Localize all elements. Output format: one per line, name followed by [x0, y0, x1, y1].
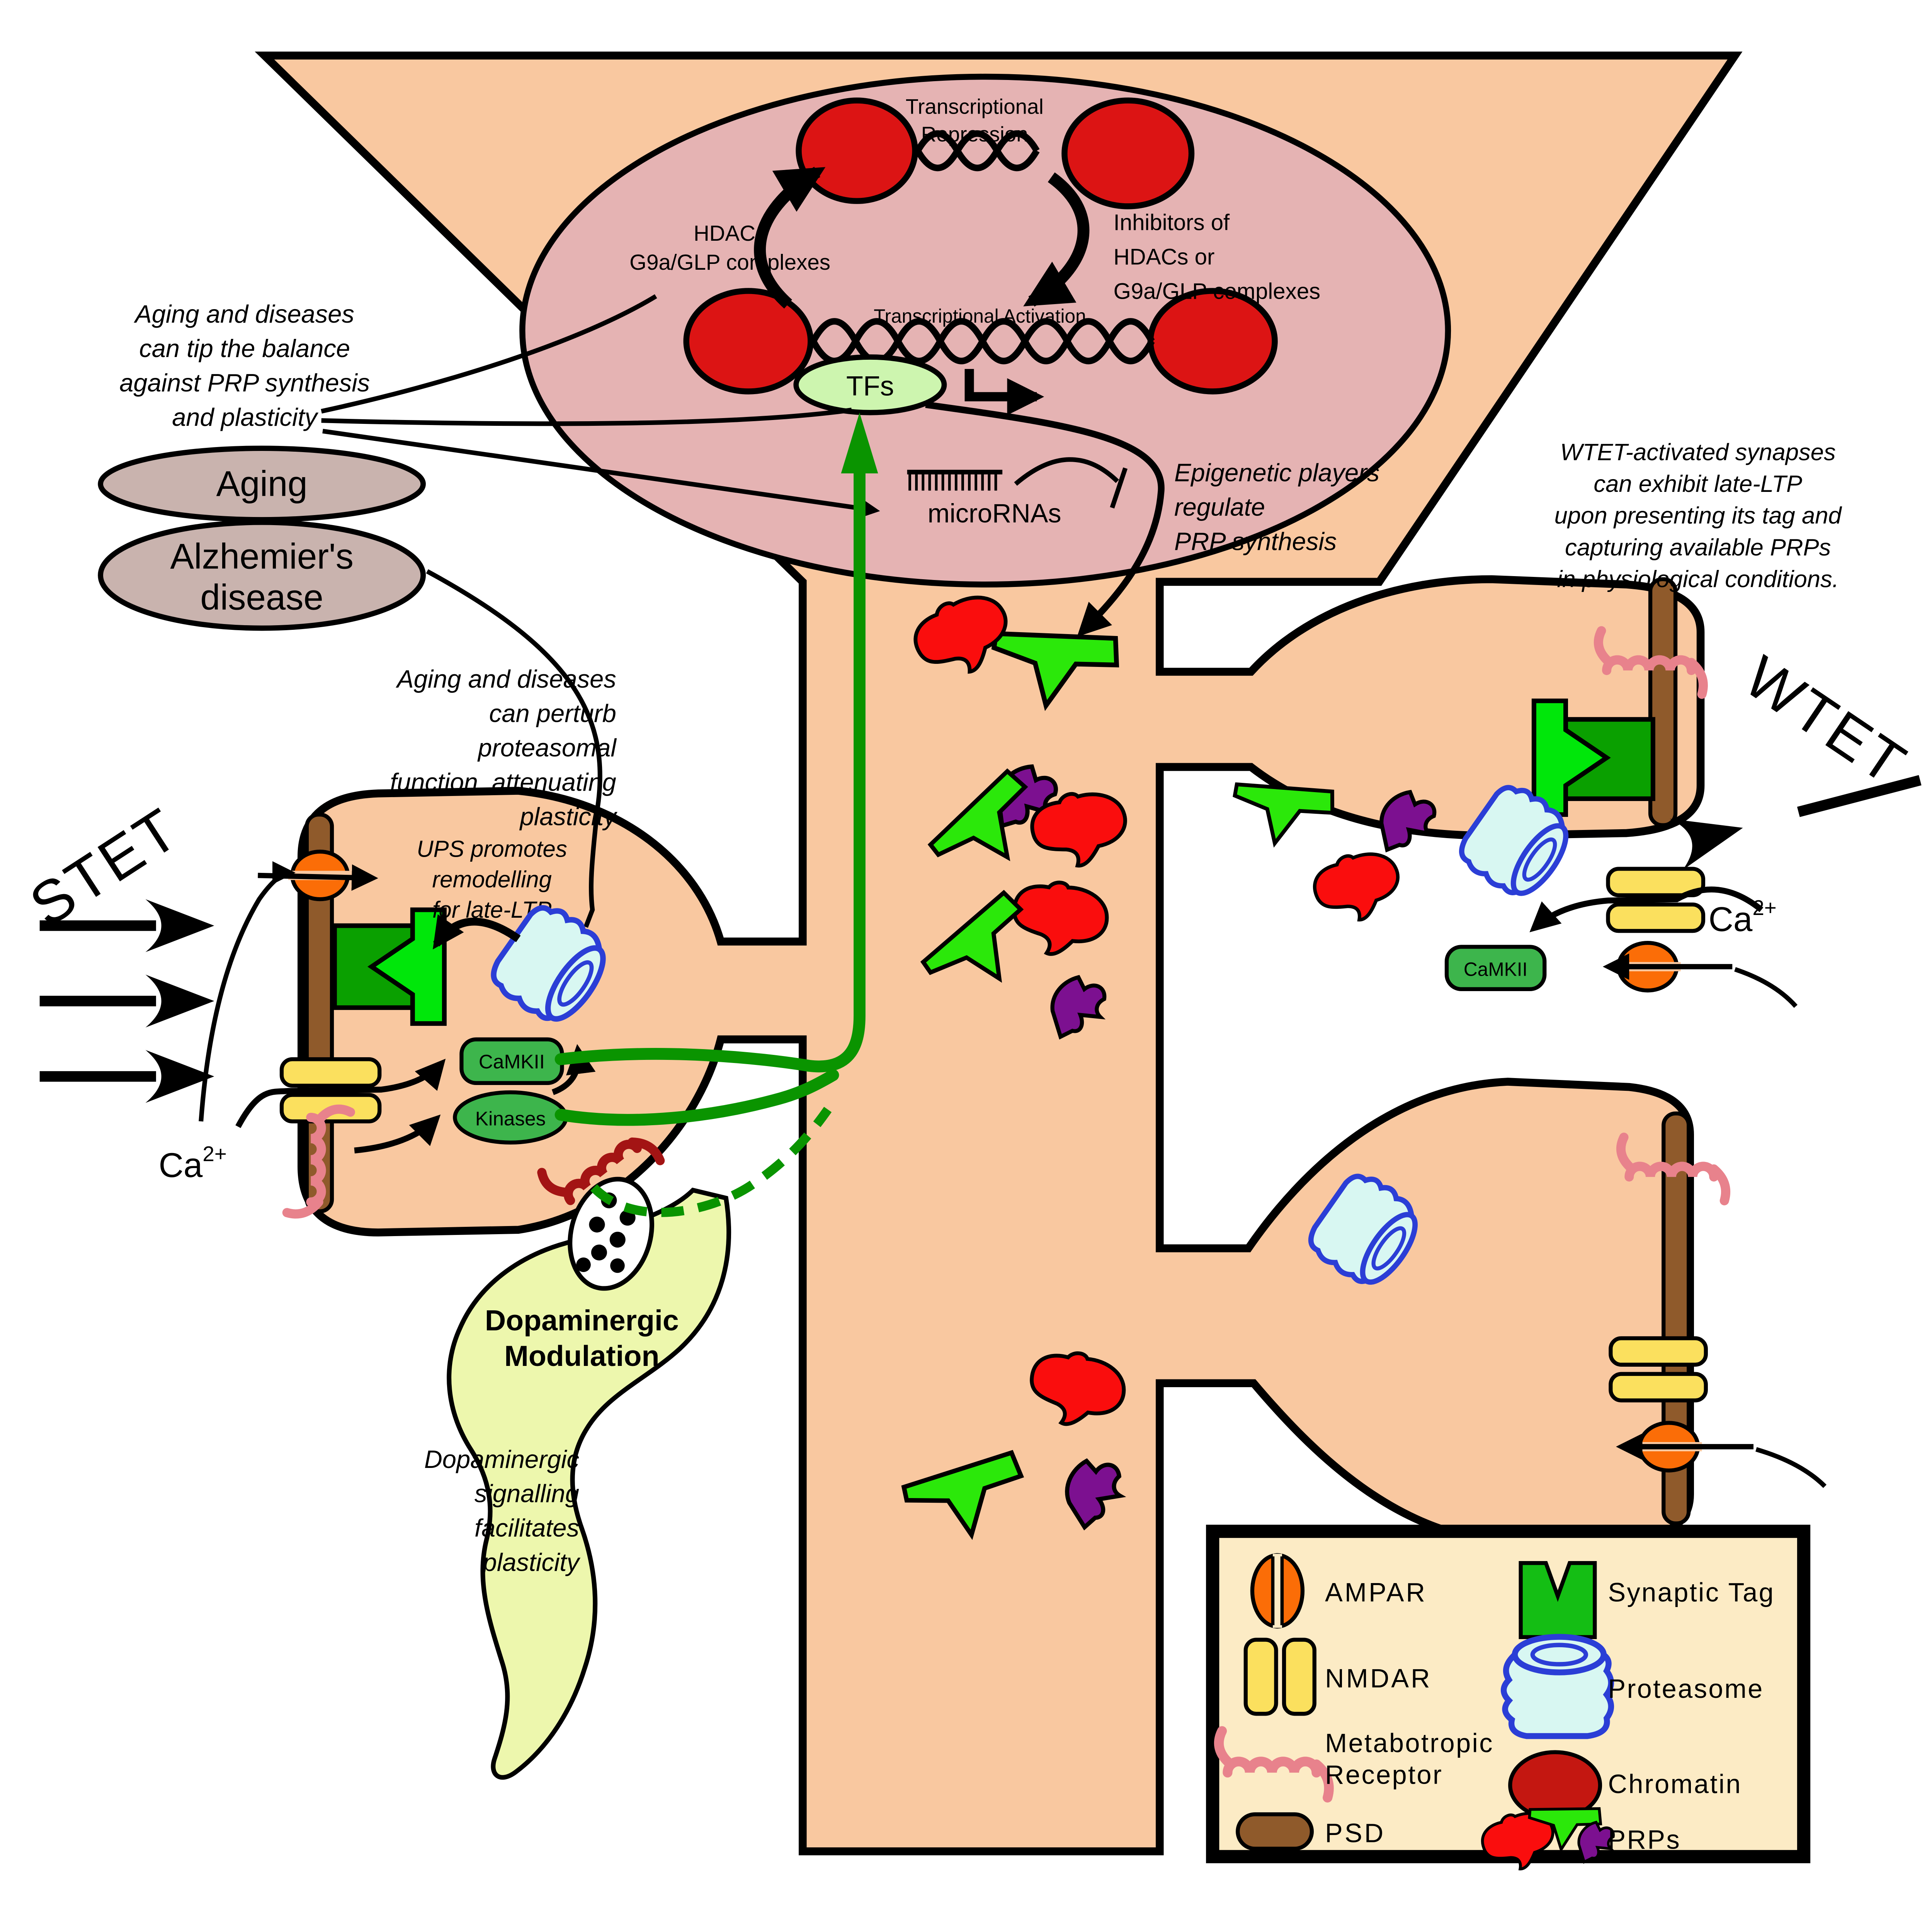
- nucleus-activation-label: Transcriptional Activation: [874, 305, 1086, 327]
- tip-balance-note: can tip the balance: [139, 334, 350, 362]
- camkii-label: CaMKII: [479, 1051, 545, 1073]
- microrna-label: microRNAs: [928, 498, 1061, 528]
- perturb-note: proteasomal: [477, 734, 617, 762]
- wtet-note: WTET-activated synapses: [1560, 439, 1836, 466]
- tip-balance-note: against PRP synthesis: [119, 369, 370, 397]
- epigenetic-note: regulate: [1174, 493, 1265, 521]
- epigenetic-note: Epigenetic players: [1174, 459, 1379, 487]
- legend-metabotropic-label: Metabotropic: [1325, 1728, 1494, 1758]
- wtet-note: upon presenting its tag and: [1554, 502, 1842, 529]
- synaptic-tag: [332, 907, 447, 1026]
- wtet-label: WTET: [1733, 643, 1919, 798]
- nmdar-legend-icon: [1243, 1638, 1316, 1716]
- dopa-note: Dopaminergic: [424, 1445, 579, 1473]
- ups-note: UPS promotes: [417, 836, 567, 862]
- tfs-ellipse: [793, 354, 947, 415]
- psd-bar: [1648, 577, 1678, 827]
- alzheimers-label: disease: [200, 577, 323, 617]
- dna-helix-repressed: [915, 130, 1040, 172]
- legend-chromatin-label: Chromatin: [1608, 1769, 1742, 1799]
- chromatin-blob: [1147, 288, 1278, 395]
- kinases-green-path: [554, 1069, 839, 1126]
- tag-legend-icon: [1519, 1561, 1597, 1639]
- inhibitors-label: Inhibitors of: [1114, 210, 1230, 235]
- legend-proteasome-label: Proteasome: [1608, 1674, 1764, 1704]
- alzheimers-ellipse: [98, 519, 426, 631]
- note-line-to-tfs: [321, 407, 852, 426]
- inhibitors-label: HDACs or: [1114, 244, 1215, 269]
- arrow-to-repression: [754, 167, 826, 309]
- chromatin-blob: [683, 288, 814, 395]
- legend-nmdar-label: NMDAR: [1325, 1663, 1432, 1693]
- ca-to-camkii-arrow: [235, 1058, 446, 1128]
- aging-label: Aging: [216, 463, 307, 503]
- dopa-title: Dopaminergic: [485, 1304, 679, 1337]
- perturb-note: Aging and diseases: [395, 665, 616, 693]
- hdacs-label: HDACs: [694, 221, 766, 245]
- epigenetic-to-prps-arrow: [925, 401, 1165, 637]
- microrna-inhibition-arc: [1014, 457, 1119, 486]
- ampar-legend-icon: [1250, 1553, 1305, 1629]
- kinases-label: Kinases: [475, 1107, 546, 1129]
- tfs-output-arrow: [964, 369, 1044, 415]
- nucleus-repression-label: Repression: [921, 122, 1028, 146]
- tip-balance-note: Aging and diseases: [133, 300, 354, 328]
- wtet-note: in physiological conditions.: [1557, 566, 1839, 593]
- dopa-green-dashed: [590, 1107, 832, 1217]
- proteasome-to-tag-arrow: [433, 914, 521, 950]
- legend-ampar-label: AMPAR: [1325, 1577, 1427, 1607]
- ampar: [1602, 940, 1798, 1008]
- nmdar: [1609, 1336, 1708, 1403]
- camkii-label: CaMKII: [1464, 959, 1527, 980]
- perturb-note: function, attenuating: [390, 768, 616, 796]
- legend-psd-label: PSD: [1325, 1818, 1385, 1848]
- ca-to-ampar-arrow: [199, 861, 296, 1122]
- stet-arrows: [39, 899, 214, 1103]
- ups-note: remodelling: [432, 866, 552, 892]
- dopa-note: plasticity: [482, 1548, 581, 1577]
- perturb-note: plasticity: [519, 803, 617, 831]
- tfs-label: TFs: [846, 371, 894, 401]
- dopa-note: signalling: [474, 1480, 579, 1508]
- chromatin-blob: [1061, 97, 1195, 209]
- wtet-note: capturing available PRPs: [1565, 534, 1831, 561]
- tip-balance-note: and plasticity: [172, 403, 318, 431]
- ca-label-right: Ca2+: [1709, 896, 1777, 938]
- perturb-note: can perturb: [489, 699, 616, 728]
- camkii-box: [1444, 945, 1547, 992]
- dopa-note: facilitates: [474, 1514, 579, 1542]
- inhibitors-label: G9a/GLP complexes: [1114, 279, 1321, 304]
- synaptic-tag: [1531, 698, 1655, 817]
- legend-metabotropic-label: Receptor: [1325, 1760, 1443, 1790]
- dopamine-receptor-icon: [537, 1137, 665, 1205]
- note-line-to-micrornas: [322, 429, 880, 520]
- wtet-arrow: [1670, 775, 1922, 870]
- metabotropic-to-kinases-arrow: [354, 1114, 441, 1154]
- alzheimers-label: Alzhemier's: [170, 536, 354, 577]
- dopa-title: Modulation: [504, 1340, 659, 1372]
- note-line-to-nucleus: [321, 294, 657, 414]
- ca-label-left: Ca2+: [159, 1142, 227, 1184]
- arrow-to-activation: [1023, 172, 1090, 307]
- chromatin-blob: [796, 97, 918, 204]
- legend-prps-label: PRPs: [1608, 1825, 1681, 1854]
- hdacs-label: G9a/GLP complexes: [629, 250, 830, 274]
- microrna-inhibition-bar: [1110, 467, 1128, 509]
- nucleus-repression-label: Transcriptional: [906, 94, 1044, 118]
- dopaminergic-terminal: [447, 1187, 731, 1780]
- ca-to-camkii-arrow: [1529, 886, 1764, 932]
- microrna-icon: [907, 469, 1003, 491]
- psd-bar: [1662, 1111, 1691, 1526]
- alzheimers-to-proteasome-line: [426, 569, 602, 928]
- ampar: [1616, 1421, 1827, 1488]
- legend-tag-label: Synaptic Tag: [1608, 1577, 1775, 1607]
- nmdar: [1606, 867, 1706, 933]
- wtet-note: can exhibit late-LTP: [1594, 471, 1802, 497]
- epigenetic-note: PRP synthesis: [1174, 527, 1337, 556]
- psd-legend-icon: [1236, 1812, 1314, 1851]
- camkii-green-path: [554, 435, 866, 1073]
- legend: AMPAR NMDAR Metabotropic Receptor PSD Sy…: [1206, 1524, 1811, 1876]
- green-arrowhead: [841, 412, 878, 474]
